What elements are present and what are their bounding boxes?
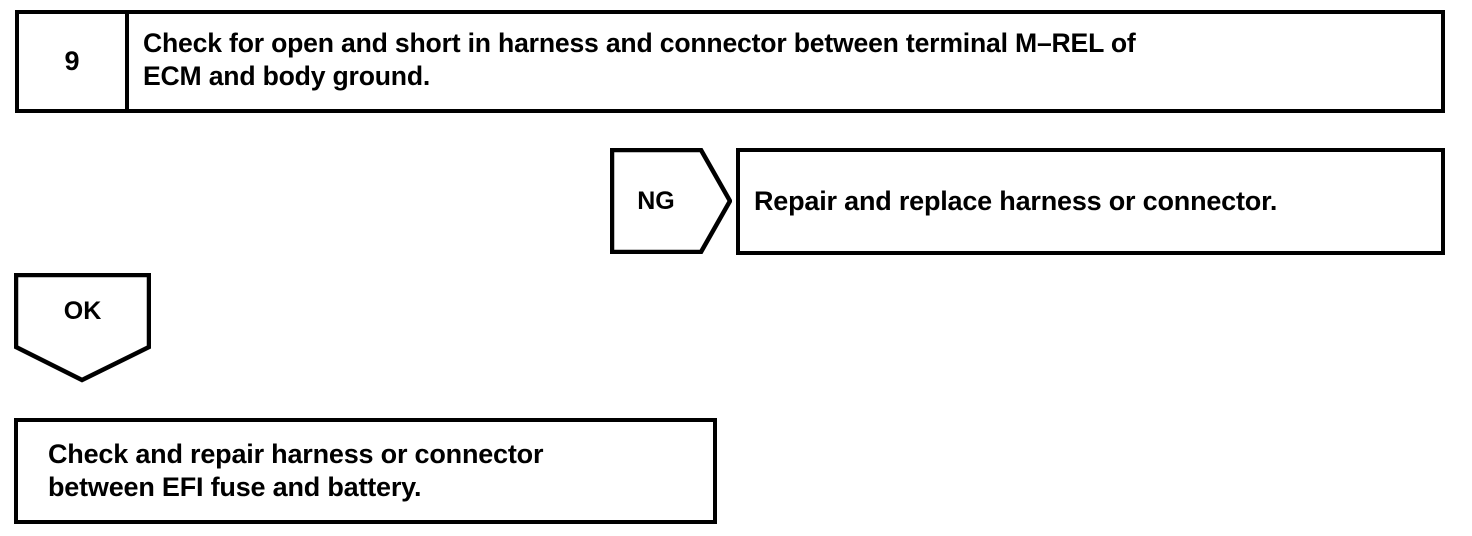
ok-result-text: Check and repair harness or connector be… — [48, 439, 544, 502]
ng-result-text: Repair and replace harness or connector. — [754, 186, 1278, 217]
pentagon-right-icon — [610, 148, 732, 254]
judgement-ng-arrow: NG — [610, 148, 732, 254]
step-instruction-text: Check for open and short in harness and … — [143, 28, 1136, 91]
judgement-ng-label: NG — [637, 186, 675, 215]
step-instruction-cell: Check for open and short in harness and … — [129, 14, 1441, 109]
judgement-ok-label: OK — [63, 296, 102, 325]
step-number-cell: 9 — [19, 14, 129, 109]
ng-result-box: Repair and replace harness or connector. — [736, 148, 1445, 255]
judgement-ok-arrow: OK — [14, 273, 151, 383]
step-number: 9 — [64, 46, 80, 76]
pentagon-down-icon — [14, 273, 151, 383]
ok-result-box: Check and repair harness or connector be… — [14, 418, 717, 524]
step-header-box: 9 Check for open and short in harness an… — [15, 10, 1445, 113]
